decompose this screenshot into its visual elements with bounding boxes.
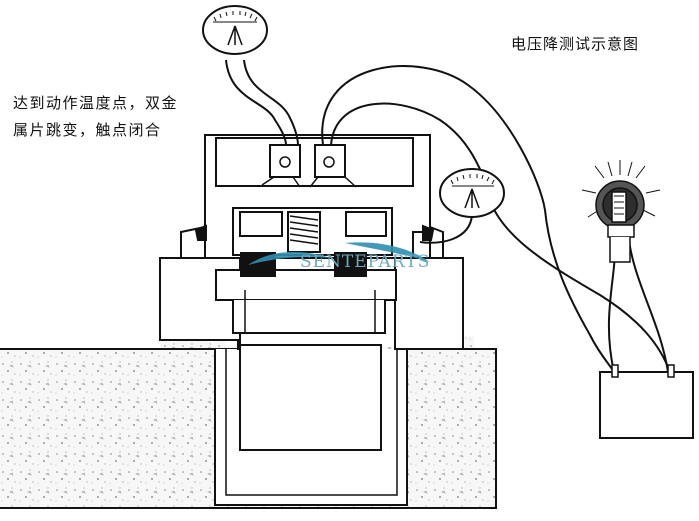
diagram-title: 电压降测试示意图: [511, 35, 640, 53]
battery-icon: [599, 364, 694, 439]
annotation-line-1: 达到动作温度点，双金: [13, 94, 179, 112]
annotation-note: 达到动作温度点，双金 属片跳变，触点闭合: [13, 90, 178, 144]
thermostat-sensor: [159, 134, 464, 451]
watermark-logo: [248, 242, 430, 265]
voltmeter-icon: [439, 168, 505, 218]
watermark-text: SENTEPARTS: [300, 252, 431, 272]
light-bulb-icon: [581, 160, 661, 263]
annotation-line-2: 属片跳变，触点闭合: [13, 121, 162, 139]
voltmeter-icon: [202, 5, 268, 55]
